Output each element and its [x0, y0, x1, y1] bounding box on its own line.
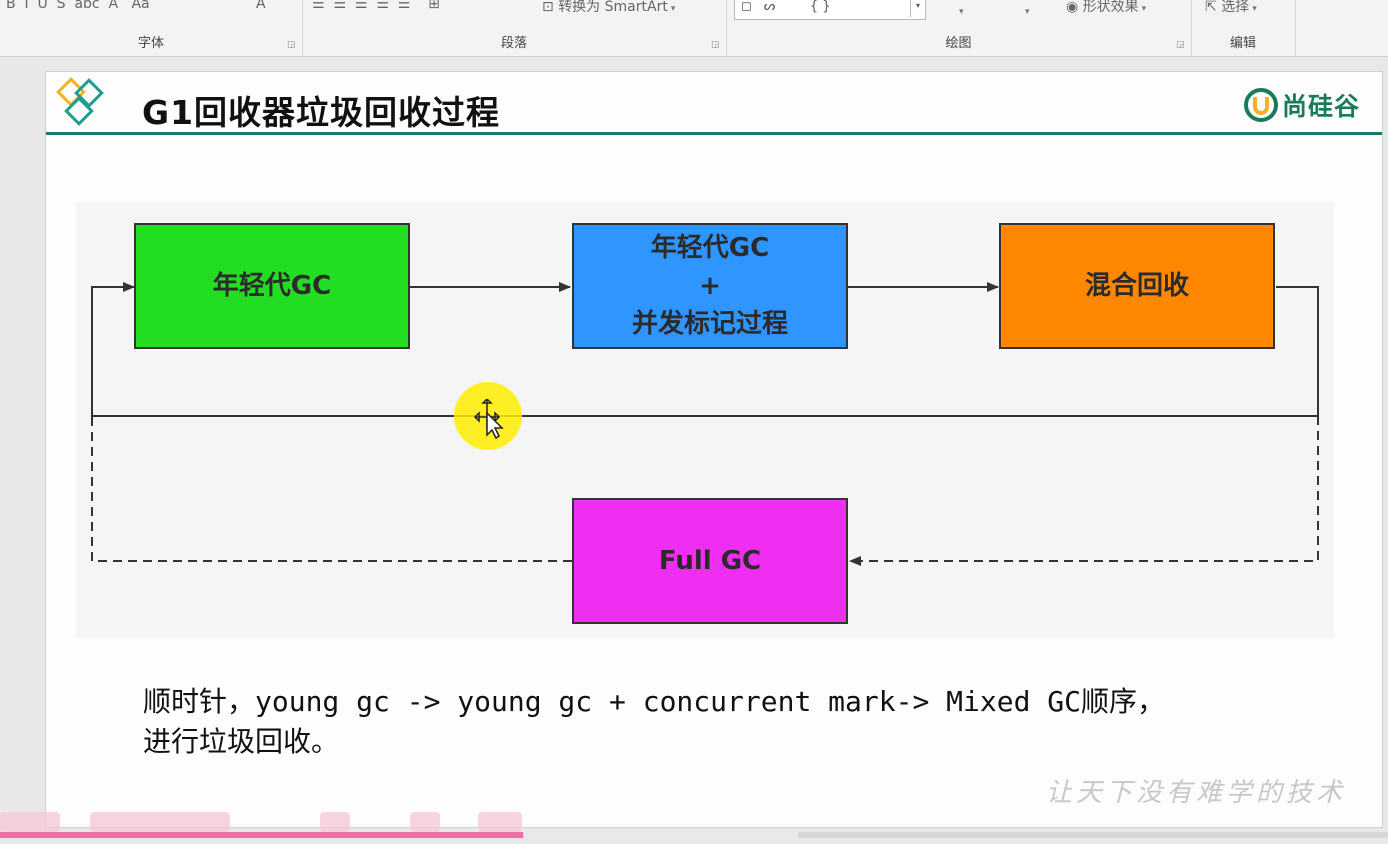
ribbon-group-label-editing: 编辑	[1229, 36, 1256, 51]
ribbon-group-label-drawing: 绘图	[945, 36, 972, 51]
subtitle-overlay	[90, 812, 230, 832]
ribbon-group-paragraph: ☰ ☰ ☰ ☰ ☰ ⊞ ⊡ 转换为 SmartArt▾ 段落 ◲	[302, 0, 727, 56]
young-concurrent-box[interactable]: 年轻代GC + 并发标记过程	[572, 223, 848, 349]
diagram-panel: 年轻代GC 年轻代GC + 并发标记过程 混合回收 Full GC	[76, 202, 1334, 638]
subtitle-overlay	[0, 812, 60, 832]
quick-styles-dropdown[interactable]: ▾	[1025, 7, 1030, 17]
dialog-launcher-icon[interactable]: ◲	[1176, 40, 1185, 50]
mixed-gc-box[interactable]: 混合回收	[999, 223, 1275, 349]
select-label: 选择	[1221, 0, 1250, 15]
young-concurrent-line-2: +	[699, 271, 721, 301]
shape-effects-label: 形状效果	[1082, 0, 1139, 15]
move-cursor-icon	[473, 399, 504, 439]
smartart-icon: ⊡	[542, 0, 554, 15]
select-button[interactable]: ⇱ 选择▾	[1205, 0, 1257, 16]
title-underline	[46, 132, 1382, 135]
description-line-2: 进行垃圾回收。	[143, 725, 340, 758]
video-progress-fill	[0, 832, 524, 838]
subtitle-overlay	[478, 812, 522, 832]
font-color-icon[interactable]: A	[256, 0, 266, 12]
chevron-down-icon[interactable]: ▾	[910, 0, 925, 17]
video-buffered	[524, 832, 798, 838]
subtitle-overlay	[320, 812, 350, 832]
convert-smartart-button[interactable]: ⊡ 转换为 SmartArt▾	[542, 0, 675, 16]
subtitle-overlay	[410, 812, 440, 832]
ribbon-group-label-font: 字体	[137, 36, 164, 51]
brand-logo-text: 尚硅谷	[1281, 92, 1360, 121]
brand-u-icon	[1243, 88, 1278, 122]
shapes-gallery[interactable]: ◻ ᔕ ⁀ { } ▾	[734, 0, 926, 20]
young-concurrent-line-3: 并发标记过程	[631, 309, 788, 339]
ribbon-group-drawing: ◻ᔕ⁀{ } ▾ ▾ ▾ ◉ 形状效果▾ 绘图 ◲	[726, 0, 1192, 56]
align-tools[interactable]: ☰ ☰ ☰ ☰ ☰ ⊞	[312, 0, 440, 12]
slide-title: G1回收器垃圾回收过程	[142, 93, 501, 132]
chevron-down-icon: ▾	[670, 4, 676, 14]
full-gc-box[interactable]: Full GC	[572, 498, 848, 624]
shape-brace-icon: { }	[809, 0, 831, 14]
ribbon-group-font: B I U S abc A Aa A 字体 ◲	[0, 0, 303, 56]
brand-logo: 尚硅谷	[1243, 88, 1360, 122]
mixed-gc-label: 混合回收	[1084, 271, 1189, 301]
ribbon-toolbar: B I U S abc A Aa A 字体 ◲ ☰ ☰ ☰ ☰ ☰ ⊞ ⊡ 转换…	[0, 0, 1388, 57]
shape-rect-icon: ◻	[741, 0, 752, 14]
shape-effects-icon: ◉	[1066, 0, 1079, 15]
flow-connectors	[91, 282, 1319, 566]
dialog-launcher-icon[interactable]: ◲	[287, 40, 296, 50]
ribbon-group-editing: ⇱ 选择▾ 编辑	[1191, 0, 1296, 56]
watermark-text: 让天下没有难学的技术	[1045, 778, 1346, 808]
shape-effects-button[interactable]: ◉ 形状效果▾	[1066, 0, 1146, 16]
chevron-down-icon: ▾	[1141, 4, 1147, 14]
shape-arc-icon: ⁀	[787, 0, 798, 14]
shape-curve-icon: ᔕ	[763, 0, 776, 14]
young-gc-label: 年轻代GC	[212, 271, 332, 301]
description-line-1: 顺时针，young gc -> young gc + concurrent ma…	[143, 685, 1166, 718]
full-gc-label: Full GC	[658, 546, 762, 576]
video-progress-bar[interactable]	[0, 832, 1388, 838]
pointer-icon: ⇱	[1205, 0, 1217, 15]
dialog-launcher-icon[interactable]: ◲	[711, 40, 720, 50]
young-concurrent-line-1: 年轻代GC	[650, 233, 770, 263]
slide-description: 顺时针，young gc -> young gc + concurrent ma…	[143, 682, 1323, 762]
arrange-dropdown[interactable]: ▾	[959, 7, 964, 17]
font-tools[interactable]: B I U S abc A Aa	[6, 0, 150, 12]
chevron-down-icon: ▾	[1252, 4, 1257, 14]
ribbon-group-label-paragraph: 段落	[500, 36, 527, 51]
slide-canvas[interactable]: G1回收器垃圾回收过程 尚硅谷	[45, 71, 1383, 828]
diamonds-logo-icon	[56, 77, 104, 126]
young-gc-box[interactable]: 年轻代GC	[134, 223, 410, 349]
convert-smartart-label: 转换为 SmartArt	[558, 0, 668, 15]
